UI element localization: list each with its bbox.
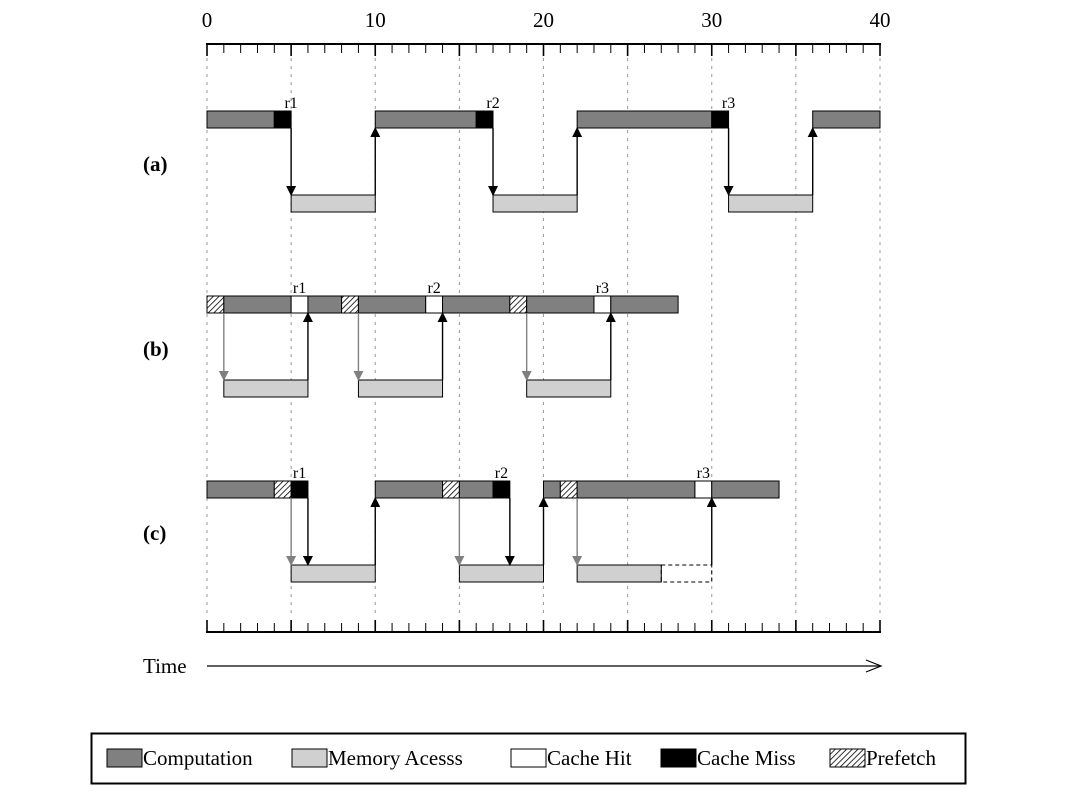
cache-miss-block (290, 480, 309, 499)
bottom-time-axis (206, 620, 881, 633)
row-label: (b) (143, 337, 169, 361)
request-label: r3 (697, 465, 710, 482)
memory-access-block (576, 564, 662, 583)
computation-block (526, 295, 595, 314)
cache-miss-block (273, 110, 292, 129)
request-label: r3 (722, 95, 735, 112)
timeline-row: (a) r1 r2 r3 (143, 95, 881, 213)
legend-label: Cache Hit (547, 746, 632, 770)
cache-miss-block (475, 110, 494, 129)
legend-label: Memory Acesss (328, 746, 463, 770)
memory-access-block (223, 379, 309, 398)
memory-access-block (290, 194, 376, 213)
request-label: r1 (293, 280, 306, 297)
legend-item-memory-access: Memory Acesss (291, 746, 463, 770)
prefetch-block (341, 295, 359, 314)
cache-hit-block (593, 295, 612, 314)
legend-swatch (291, 748, 328, 768)
computation-block (206, 480, 275, 499)
row-label: (a) (143, 152, 168, 176)
computation-block (576, 110, 713, 129)
memory-access-block (728, 194, 814, 213)
request-label: r3 (596, 280, 609, 297)
legend-swatch (510, 748, 547, 768)
legend-swatch (660, 748, 697, 768)
request-label: r2 (495, 465, 508, 482)
computation-block (812, 110, 881, 129)
time-label: Time (143, 654, 187, 678)
timeline-rows: (a) r1 r2 r3 (b) r1 r2 r3 (c) r1 r2 r3 (143, 95, 881, 583)
memory-access-block (526, 379, 612, 398)
memory-access-block (357, 379, 444, 398)
legend: Computation Memory Acesss Cache Hit Cache M… (90, 732, 967, 785)
tick-label: 30 (701, 8, 722, 32)
computation-block (223, 295, 292, 314)
cache-miss-block (492, 480, 511, 499)
tick-label: 20 (533, 8, 554, 32)
prefetch-block (273, 480, 292, 499)
cache-hit-block (290, 295, 309, 314)
row-label: (c) (143, 521, 166, 545)
memory-access-block (492, 194, 578, 213)
computation-block (543, 480, 561, 499)
prefetch-block (206, 295, 225, 314)
computation-block (374, 110, 477, 129)
cache-hit-block (694, 480, 713, 499)
prefetch-block (442, 480, 460, 499)
computation-block (458, 480, 494, 499)
cache-miss-block (711, 110, 730, 129)
pending-memory-block (660, 564, 713, 583)
prefetch-block (509, 295, 528, 314)
timeline-row: (c) r1 r2 r3 (143, 465, 780, 583)
request-label: r2 (486, 95, 499, 112)
computation-block (357, 295, 427, 314)
request-label: r2 (427, 280, 440, 297)
legend-frame (90, 732, 967, 785)
legend-label: Computation (143, 746, 253, 770)
computation-block (610, 295, 679, 314)
legend-label: Prefetch (866, 746, 936, 770)
legend-item-cache-hit: Cache Hit (510, 746, 632, 770)
memory-access-block (458, 564, 544, 583)
tick-label: 40 (870, 8, 891, 32)
tick-label: 0 (202, 8, 213, 32)
legend-item-prefetch: Prefetch (829, 746, 936, 770)
legend-item-cache-miss: Cache Miss (660, 746, 796, 770)
tick-label: 10 (365, 8, 386, 32)
computation-block (374, 480, 444, 499)
time-arrow-head (865, 659, 883, 673)
legend-swatch (106, 748, 143, 768)
legend-label: Cache Miss (697, 746, 796, 770)
computation-block (576, 480, 696, 499)
memory-access-block (290, 564, 376, 583)
computation-block (442, 295, 511, 314)
time-arrow: Time (143, 654, 883, 678)
computation-block (307, 295, 343, 314)
prefetch-block (559, 480, 578, 499)
computation-block (711, 480, 780, 499)
legend-item-computation: Computation (106, 746, 253, 770)
request-label: r1 (284, 95, 297, 112)
legend-swatch (829, 748, 866, 768)
request-label: r1 (293, 465, 306, 482)
cache-hit-block (425, 295, 444, 314)
top-time-axis: 0 10 20 30 40 (202, 8, 891, 56)
timeline-row: (b) r1 r2 r3 (143, 280, 679, 398)
computation-block (206, 110, 275, 129)
